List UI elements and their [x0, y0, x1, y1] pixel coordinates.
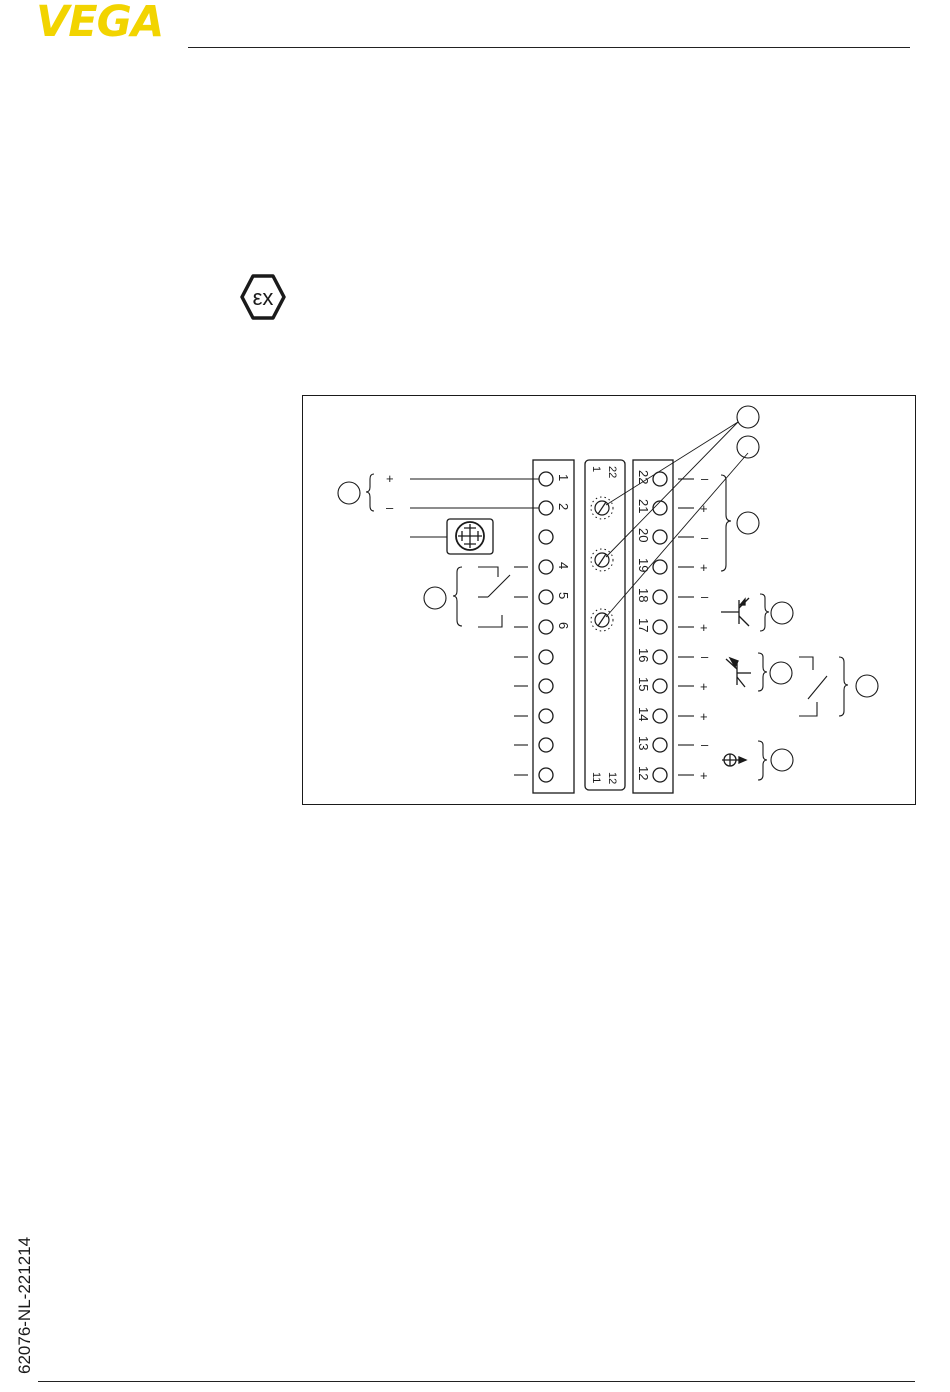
- right-polarity: +: [700, 620, 708, 635]
- right-polarity: –: [701, 737, 709, 752]
- middle-label: 22: [606, 466, 618, 478]
- left-terminal-label: 1: [556, 474, 571, 481]
- callout-transistor-2: [770, 662, 792, 684]
- right-terminal-label: 21: [636, 499, 651, 513]
- right-polarity: +: [700, 709, 708, 724]
- right-terminal-label: 19: [636, 558, 651, 572]
- middle-label: 11: [590, 772, 602, 783]
- callout-relay: [424, 587, 446, 609]
- right-polarity: +: [700, 501, 708, 516]
- wiring-diagram: 1 2 4 5 6 + – 22: [302, 395, 916, 805]
- left-terminal-label: 5: [556, 592, 571, 599]
- right-polarity: –: [701, 649, 709, 664]
- middle-label: 1: [590, 466, 602, 472]
- callout-current-input: [771, 749, 793, 771]
- right-terminal-label: 22: [636, 470, 651, 484]
- vega-logo: VEGA: [36, 4, 182, 40]
- document-id: 62076-NL-221214: [15, 1237, 35, 1374]
- right-polarity: –: [701, 589, 709, 604]
- callout-current-outputs: [737, 512, 759, 534]
- right-polarity: +: [700, 768, 708, 783]
- potentiometer-icons: [595, 501, 609, 627]
- right-terminal-label: 20: [636, 528, 651, 542]
- transistor-pnp-icon: [726, 658, 751, 687]
- left-terminal-label: 6: [556, 622, 571, 629]
- callout-transistor-1: [771, 602, 793, 624]
- current-source-icon: [722, 754, 746, 766]
- footer-rule: [38, 1381, 915, 1382]
- right-terminal-label: 14: [636, 707, 651, 721]
- middle-label: 12: [606, 772, 618, 784]
- right-polarity: +: [700, 560, 708, 575]
- right-terminal-label: 18: [636, 588, 651, 602]
- right-terminal-label: 16: [636, 648, 651, 662]
- right-polarity: –: [701, 471, 709, 486]
- ex-atex-icon: εx: [240, 274, 286, 320]
- header-rule: [188, 47, 910, 48]
- logo-text: VEGA: [36, 0, 163, 44]
- display-module-icon: [410, 519, 493, 554]
- callout-2: [737, 406, 759, 428]
- right-polarity: +: [700, 679, 708, 694]
- supply-minus: –: [386, 500, 394, 515]
- callout-relay-2: [856, 675, 878, 697]
- transistor-npn-icon: [721, 598, 749, 626]
- right-polarity: –: [701, 530, 709, 545]
- right-terminal-label: 15: [636, 677, 651, 691]
- right-terminal-label: 13: [636, 736, 651, 750]
- ex-symbol-label: εx: [253, 285, 274, 310]
- callout-3: [737, 436, 759, 458]
- left-terminal-label: 4: [556, 562, 571, 569]
- relay-contact-icon: [799, 657, 827, 716]
- right-terminal-circles: [653, 472, 667, 782]
- relay-switch-icon: [453, 567, 528, 627]
- callout-1: [338, 482, 360, 504]
- right-terminal-label: 17: [636, 618, 651, 632]
- supply-plus: +: [386, 471, 394, 486]
- left-terminal-label: 2: [556, 503, 571, 510]
- left-terminal-circles: [539, 472, 553, 782]
- right-terminal-label: 12: [636, 766, 651, 780]
